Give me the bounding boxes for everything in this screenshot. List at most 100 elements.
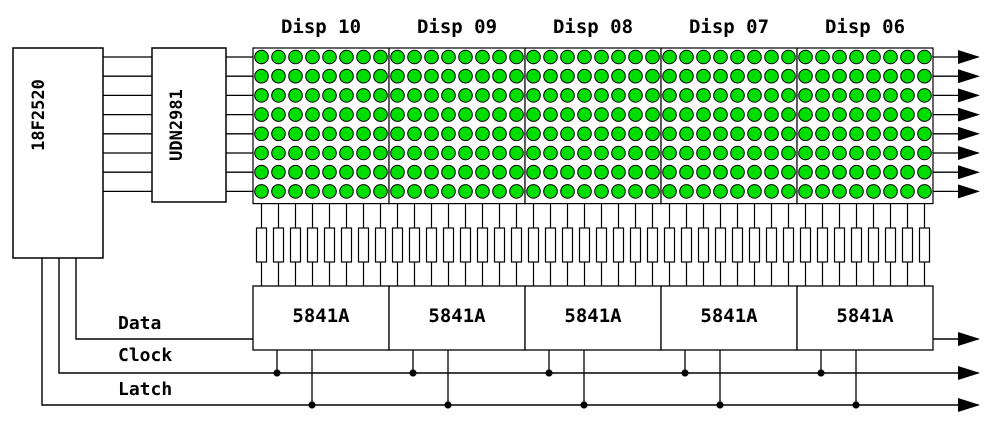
led-dot bbox=[628, 184, 643, 199]
led-dot bbox=[611, 126, 626, 142]
led-dot bbox=[832, 68, 847, 84]
led-dot bbox=[407, 145, 422, 161]
led-dot bbox=[322, 88, 337, 103]
led-dot bbox=[424, 145, 439, 161]
led-dot bbox=[475, 107, 490, 122]
led-dot bbox=[849, 68, 864, 84]
led-dot bbox=[594, 145, 609, 161]
led-dot bbox=[373, 126, 388, 142]
led-dot bbox=[543, 126, 558, 142]
led-dot bbox=[645, 145, 660, 161]
led-dot bbox=[560, 68, 575, 84]
led-dot bbox=[679, 49, 694, 65]
shift-register-chip bbox=[524, 285, 662, 351]
resistor bbox=[646, 227, 659, 263]
led-dot bbox=[747, 49, 762, 65]
led-dot bbox=[832, 107, 847, 122]
led-dot bbox=[815, 145, 830, 161]
latch-signal-label: Latch bbox=[118, 379, 172, 400]
led-dot bbox=[594, 107, 609, 122]
led-dot bbox=[322, 145, 337, 161]
led-dot bbox=[492, 184, 507, 199]
led-dot bbox=[322, 164, 337, 180]
led-dot bbox=[611, 49, 626, 65]
chip-label-disp10: 5841A bbox=[292, 305, 350, 327]
led-dot bbox=[458, 49, 473, 65]
led-dot bbox=[322, 107, 337, 122]
latch-junction-dot bbox=[444, 401, 452, 409]
led-dot bbox=[866, 107, 881, 122]
clock-signal-label: Clock bbox=[118, 345, 172, 366]
led-dot bbox=[305, 145, 320, 161]
led-dot bbox=[849, 145, 864, 161]
led-dot bbox=[730, 184, 745, 199]
led-dot bbox=[645, 49, 660, 65]
resistor bbox=[357, 227, 370, 263]
led-dot bbox=[764, 164, 779, 180]
led-dot bbox=[900, 126, 915, 142]
resistor bbox=[578, 227, 591, 263]
led-dot bbox=[339, 68, 354, 84]
led-dot bbox=[730, 107, 745, 122]
led-dot bbox=[271, 107, 286, 122]
led-dot bbox=[526, 164, 541, 180]
led-dot bbox=[543, 88, 558, 103]
led-dot bbox=[662, 68, 677, 84]
led-dot bbox=[730, 49, 745, 65]
chip-label-disp06: 5841A bbox=[836, 305, 894, 327]
resistor bbox=[901, 227, 914, 263]
led-dot bbox=[526, 88, 541, 103]
led-dot bbox=[679, 68, 694, 84]
led-dot bbox=[594, 68, 609, 84]
led-dot bbox=[883, 107, 898, 122]
led-dot bbox=[917, 49, 932, 65]
led-dot bbox=[356, 126, 371, 142]
led-dot bbox=[254, 145, 269, 161]
led-dot bbox=[475, 184, 490, 199]
led-dot bbox=[832, 145, 847, 161]
led-dot bbox=[866, 145, 881, 161]
led-dot bbox=[560, 164, 575, 180]
clock-junction-dot bbox=[273, 369, 281, 377]
led-dot bbox=[917, 145, 932, 161]
led-dot bbox=[594, 184, 609, 199]
led-dot bbox=[509, 164, 524, 180]
led-dot bbox=[849, 107, 864, 122]
led-dot bbox=[628, 126, 643, 142]
resistor bbox=[476, 227, 489, 263]
led-dot bbox=[390, 145, 405, 161]
led-dot bbox=[390, 107, 405, 122]
driver-label: UDN2981 bbox=[167, 89, 187, 161]
led-dot bbox=[713, 88, 728, 103]
led-dot bbox=[492, 68, 507, 84]
led-dot bbox=[594, 49, 609, 65]
led-dot bbox=[900, 164, 915, 180]
led-dot bbox=[441, 145, 456, 161]
chip-label-disp07: 5841A bbox=[700, 305, 758, 327]
led-dot bbox=[339, 184, 354, 199]
led-dot bbox=[509, 145, 524, 161]
led-dot bbox=[713, 184, 728, 199]
resistor bbox=[663, 227, 676, 263]
led-dot bbox=[764, 107, 779, 122]
led-dot bbox=[577, 145, 592, 161]
resistor bbox=[544, 227, 557, 263]
led-dot bbox=[764, 145, 779, 161]
led-dot bbox=[288, 126, 303, 142]
led-dot bbox=[254, 184, 269, 199]
led-dot bbox=[424, 184, 439, 199]
led-dot bbox=[900, 88, 915, 103]
led-dot bbox=[577, 164, 592, 180]
led-dot bbox=[356, 145, 371, 161]
clock-junction-dot bbox=[409, 369, 417, 377]
led-dot bbox=[849, 126, 864, 142]
led-dot bbox=[594, 88, 609, 103]
resistor bbox=[442, 227, 455, 263]
led-dot bbox=[492, 107, 507, 122]
resistor bbox=[340, 227, 353, 263]
led-dot bbox=[322, 184, 337, 199]
chip-label-disp09: 5841A bbox=[428, 305, 486, 327]
led-dot bbox=[815, 68, 830, 84]
led-dot bbox=[662, 49, 677, 65]
led-dot bbox=[747, 164, 762, 180]
